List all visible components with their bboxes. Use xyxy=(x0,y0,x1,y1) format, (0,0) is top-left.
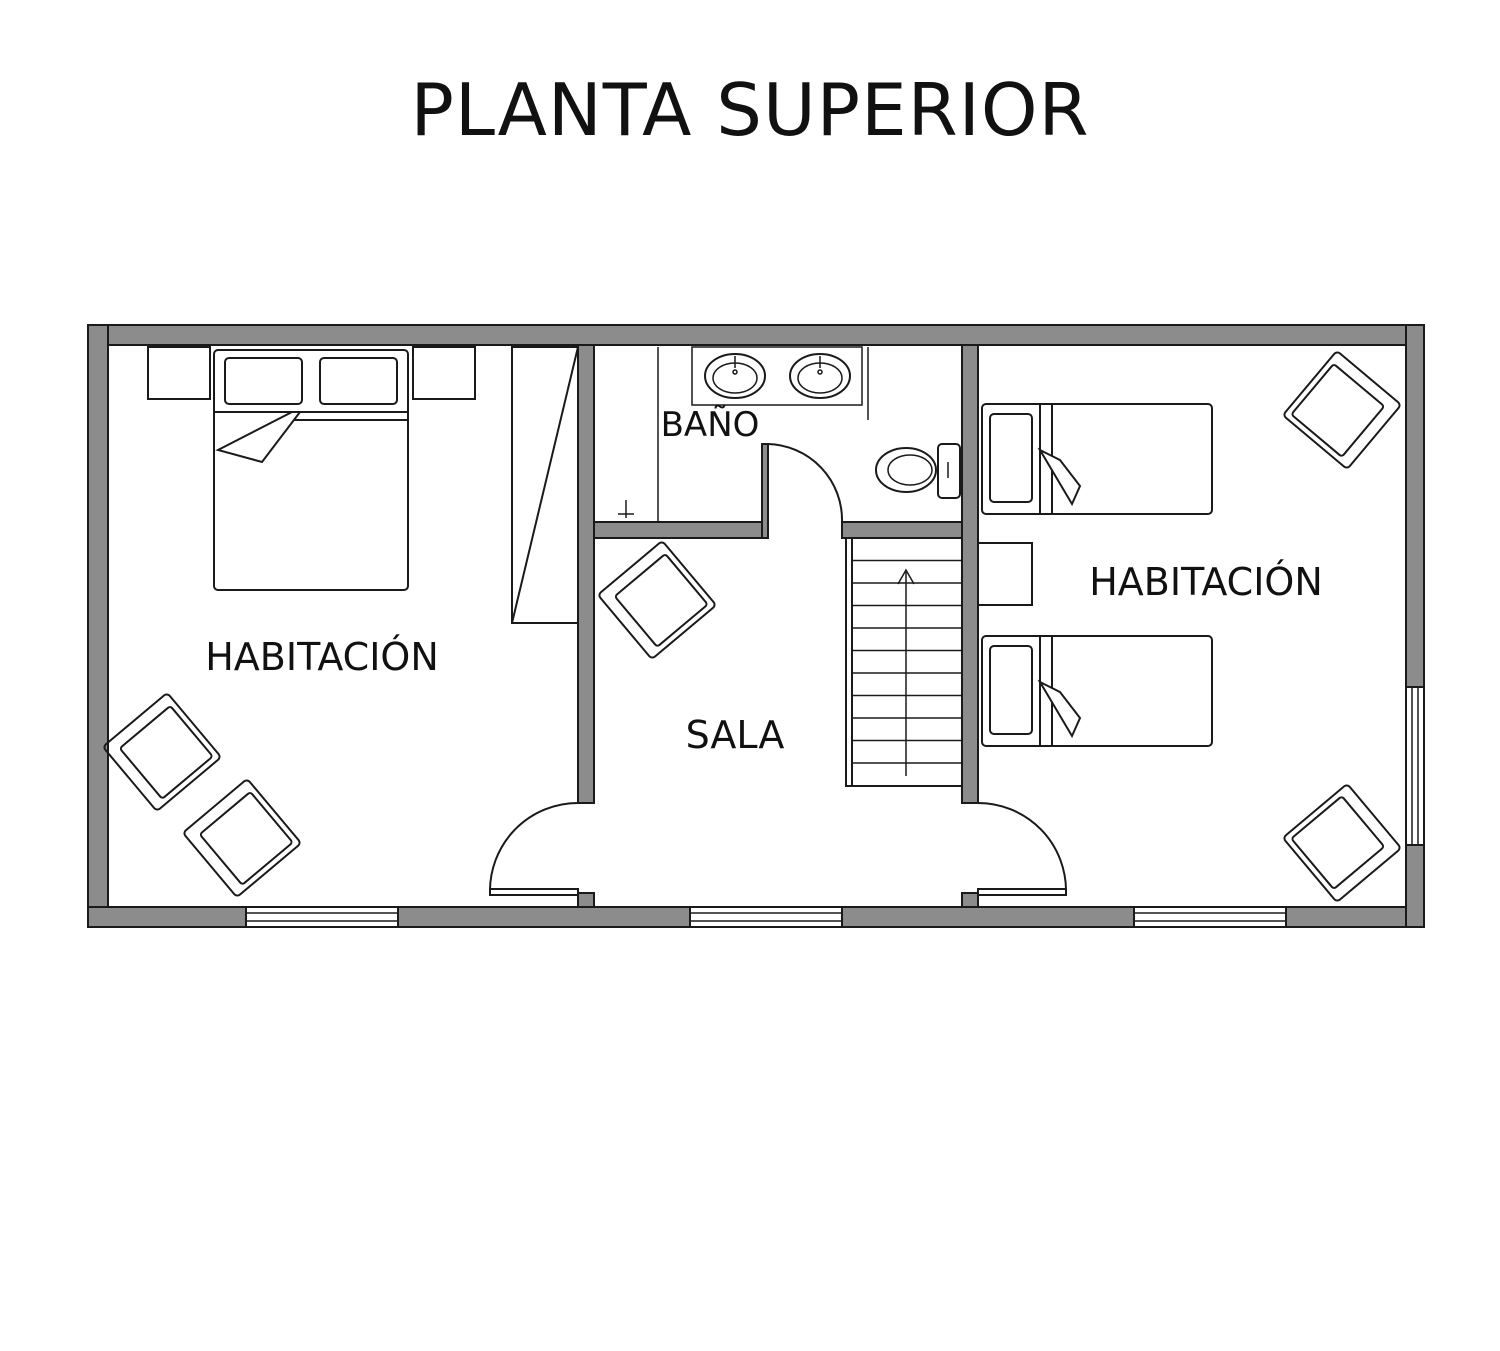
bathroom-wall-right xyxy=(841,521,963,539)
armchair xyxy=(1283,784,1401,902)
shower xyxy=(618,347,659,522)
window-south-2 xyxy=(689,906,843,928)
south-wall-segment xyxy=(1285,906,1425,928)
south-wall-segment xyxy=(397,906,691,928)
window-east xyxy=(1405,686,1425,846)
armchair xyxy=(598,541,716,659)
door-jamb xyxy=(577,892,595,908)
armchair xyxy=(183,779,301,897)
master-bedroom-furniture xyxy=(103,346,579,897)
wardrobe xyxy=(511,346,579,624)
south-wall-segment xyxy=(841,906,1135,928)
toilet xyxy=(875,443,961,499)
east-wall-segment xyxy=(1405,844,1425,928)
nightstand xyxy=(147,346,211,400)
east-wall-segment xyxy=(1405,324,1425,688)
armchair xyxy=(1283,351,1401,469)
door-swing-left xyxy=(488,802,579,896)
twin-bedroom-furniture xyxy=(977,351,1401,902)
double-vanity xyxy=(691,346,869,420)
double-bed xyxy=(213,349,409,591)
label-bathroom: BAÑO xyxy=(661,405,760,445)
label-master-bedroom: HABITACIÓN xyxy=(205,635,439,679)
window-south-3 xyxy=(1133,906,1287,928)
sala-furniture xyxy=(598,541,716,659)
label-twin-bedroom: HABITACIÓN xyxy=(1089,560,1323,604)
staircase xyxy=(845,537,963,787)
armchair xyxy=(103,693,221,811)
walls xyxy=(87,324,1425,928)
nightstand xyxy=(977,542,1033,606)
nightstand xyxy=(412,346,476,400)
door-swing-bathroom xyxy=(767,443,844,523)
doors xyxy=(488,443,1068,896)
door-swing-right xyxy=(977,802,1068,896)
south-wall-segment xyxy=(87,906,247,928)
single-bed xyxy=(981,403,1213,515)
door-jamb xyxy=(961,892,979,908)
interior-wall-right xyxy=(961,344,979,804)
window-south-1 xyxy=(245,906,399,928)
interior-wall-left xyxy=(577,344,595,804)
west-wall xyxy=(87,324,109,928)
bathroom-wall-left xyxy=(593,521,763,539)
north-wall xyxy=(87,324,1425,346)
windows xyxy=(245,686,1425,928)
single-bed xyxy=(981,635,1213,747)
label-living: SALA xyxy=(686,713,785,757)
page-title: PLANTA SUPERIOR xyxy=(410,68,1090,152)
bathroom-fixtures xyxy=(618,346,961,522)
